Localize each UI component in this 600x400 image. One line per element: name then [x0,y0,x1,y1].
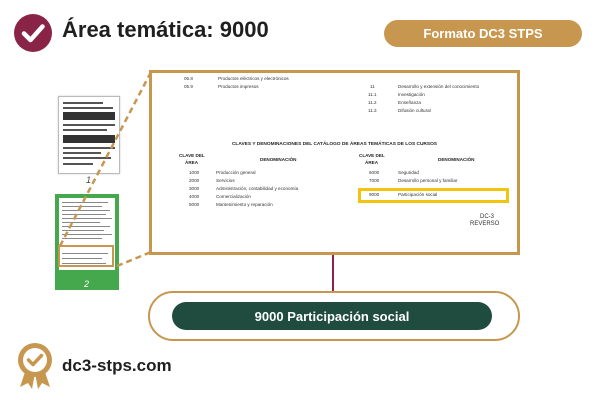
result-label: 9000 Participación social [172,302,492,330]
zoom-line-bottom [116,250,152,268]
doc-code: 11.1 [368,92,377,97]
doc-form-id: DC-3 [480,214,495,220]
page-thumbnail-1[interactable] [58,96,120,174]
area-name-highlighted: Participación social [398,192,438,197]
column-name-header: DENOMINACIÓN [260,157,297,162]
page-thumbnail-2[interactable] [55,194,119,290]
document-zoom-frame: 05.8 Productos eléctricos y electrónicos… [149,70,520,255]
award-badge-icon [18,343,52,389]
page-title: Área temática: 9000 [62,17,269,42]
area-code: 3000 [189,186,200,191]
doc-name: Difusión cultural [398,108,431,113]
area-code: 4000 [189,194,200,199]
check-circle-icon [14,14,52,52]
area-name: Comercialización [216,194,251,199]
doc-name: Productos eléctricos y electrónicos [218,76,289,81]
selected-row-highlight [358,188,509,203]
doc-name: Investigación [398,92,425,97]
zoom-line-top [58,71,153,247]
doc-name: Desarrollo y extensión del conocimiento [398,84,480,89]
column-name-header: DENOMINACIÓN [438,157,475,162]
doc-form-side: REVERSO [470,221,500,227]
area-code: 5000 [189,202,200,207]
area-code: 6000 [369,170,380,175]
page-number-1: 1 [86,175,92,185]
catalog-title: CLAVES Y DENOMINACIONES DEL CATÁLOGO DE … [231,142,438,147]
doc-code: 11 [370,84,375,89]
area-name: Seguridad [398,170,419,175]
area-name: Servicios [216,178,235,183]
doc-name: Enseñanza [398,100,421,105]
doc-code: 05.8 [184,76,193,81]
doc-name: Productos impresos [218,84,259,89]
area-name: Desarrollo personal y familiar [398,178,458,183]
column-key-header: CLAVE DEL [179,153,205,158]
area-code: 7000 [369,178,380,183]
doc-code: 11.2 [368,100,377,105]
area-code: 1000 [189,170,200,175]
area-name: Administración, contabilidad y economía [216,186,299,191]
column-key-header: CLAVE DEL [359,153,385,158]
area-name: Producción general [216,170,256,175]
area-code: 2000 [189,178,200,183]
area-code-highlighted: 9000 [369,192,380,197]
format-dc3-button[interactable]: Formato DC3 STPS [384,20,582,47]
area-name: Mantenimiento y reparación [216,202,273,207]
doc-code: 11.3 [368,108,377,113]
page-thumbnail-2-paper [59,198,115,270]
doc-code: 05.9 [184,84,193,89]
brand-name: dc3-stps.com [62,356,172,375]
thumbnail-highlight [58,245,114,267]
page-number-2: 2 [84,279,90,289]
column-key-header: ÁREA [365,160,379,165]
column-key-header: ÁREA [185,160,199,165]
